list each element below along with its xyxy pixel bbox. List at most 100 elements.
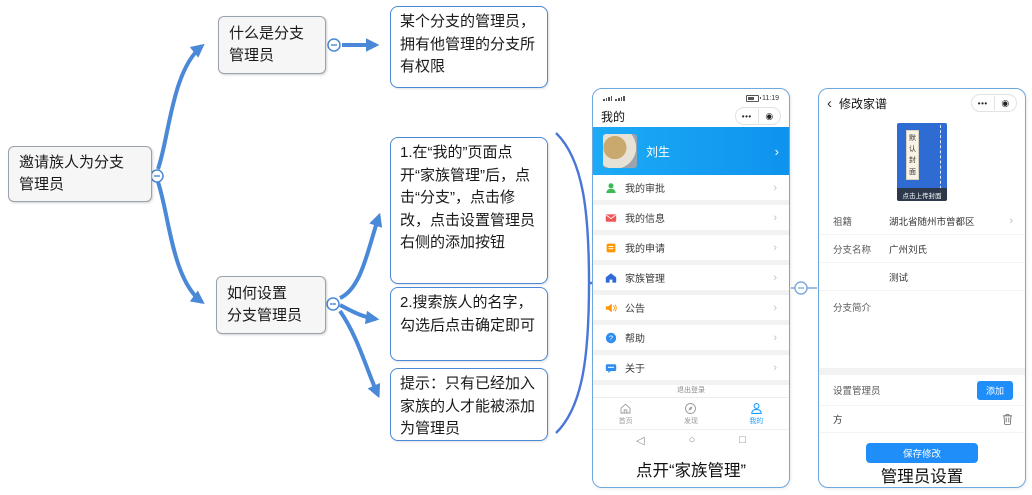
divider [593,320,789,325]
divider [593,350,789,355]
upload-cover-button[interactable]: 点击上传封面 [897,188,947,201]
collapse-button[interactable] [327,38,341,52]
menu-label: 帮助 [625,334,645,345]
nav-recent-icon[interactable]: □ [739,434,746,446]
book-stitch-decoration [940,125,941,199]
collapse-button[interactable] [326,297,340,311]
mail-icon [605,213,617,222]
chevron-right-icon: › [773,211,777,224]
phone2-caption: 管理员设置 [880,468,964,486]
menu-label: 家族管理 [625,274,665,285]
add-admin-button[interactable]: 添加 [976,380,1013,400]
step-3[interactable]: 提示：只有已经加入家族的人才能被添加为管理员 [390,368,548,441]
menu-item-my-approvals[interactable]: 我的审批 › [593,175,789,200]
set-admin-row: 设置管理员 添加 [819,375,1025,405]
page-title: 我的 [601,109,626,124]
root-topic[interactable]: 邀请族人为分支 管理员 [8,146,152,202]
admin-member-name: 方 [833,415,843,426]
menu-label: 关于 [625,364,645,375]
admin-member-row: 方 [819,405,1025,433]
detail-branch-admin-definition[interactable]: 某个分支的管理员，拥有他管理的分支所有权限 [390,6,548,88]
nav-home-icon[interactable]: ○ [688,434,696,446]
close-target-icon[interactable]: ◉ [757,109,781,123]
bracket-steps-phone [555,132,591,434]
field-ancestral-home[interactable]: 祖籍 湖北省随州市曾都区 › [819,207,1025,235]
chevron-right-icon: › [773,181,777,194]
tab-mine[interactable]: 我的 [724,398,789,429]
signal-icon [615,96,625,101]
person-icon [751,402,762,414]
field-label: 祖籍 [833,216,853,228]
nav-back-icon[interactable]: ◁ [636,434,645,447]
divider [593,230,789,235]
more-icon[interactable]: ••• [741,111,752,121]
set-admin-label: 设置管理员 [833,386,881,397]
field-branch-name[interactable]: 分支名称 广州刘氏 [819,235,1025,263]
megaphone-icon [605,303,617,312]
android-nav-bar: ◁ ○ □ [593,429,789,450]
home-icon [605,272,617,283]
step-2[interactable]: 2.搜索族人的名字，勾选后点击确定即可 [390,287,548,361]
more-icon[interactable]: ••• [977,98,988,108]
tab-label: 我的 [749,417,764,425]
tab-home[interactable]: 首页 [593,398,658,429]
tab-bar: 首页 发现 我的 [593,397,789,429]
field-value: 湖北省随州市曾都区 [889,216,975,228]
menu-item-announcements[interactable]: 公告 › [593,295,789,320]
divider [593,200,789,205]
home-outline-icon [620,403,631,413]
chevron-right-icon: › [773,301,777,314]
battery-icon [746,94,761,103]
connector-root-how [156,181,205,305]
svg-text:?: ? [609,333,613,342]
close-target-icon[interactable]: ◉ [993,96,1017,110]
miniprogram-capsule[interactable]: ••• ◉ [971,94,1017,112]
menu-label: 公告 [625,304,645,315]
chevron-right-icon: › [1009,214,1013,227]
avatar [603,134,637,168]
topic-what-is-branch-admin[interactable]: 什么是分支 管理员 [218,16,326,74]
chevron-right-icon: › [773,331,777,344]
divider [593,380,789,385]
topic-how-to-set-branch-admin[interactable]: 如何设置 分支管理员 [216,276,326,334]
compass-icon [685,402,697,414]
tab-discover[interactable]: 发现 [658,398,723,429]
menu-item-help[interactable]: ? 帮助 › [593,325,789,350]
connector-how-step2 [339,303,380,325]
collapse-button[interactable] [150,169,164,183]
tab-label: 发现 [683,417,698,425]
status-bar: 11:19 [593,89,789,105]
menu-item-family-management[interactable]: 家族管理 › [593,265,789,290]
field-value: 广州刘氏 [889,244,928,256]
signal-icon [603,96,613,101]
divider [819,368,1025,375]
menu-item-about[interactable]: 关于 › [593,355,789,380]
chevron-right-icon: › [774,143,779,159]
status-time: 11:19 [762,95,779,102]
help-icon: ? [605,332,617,343]
trash-icon[interactable] [1002,413,1013,425]
field-extra[interactable]: 测试 [819,263,1025,291]
chat-icon [605,363,617,373]
back-icon[interactable]: ‹ [827,94,832,112]
step-1[interactable]: 1.在“我的”页面点开“家族管理”后，点击“分支”，点击修改，点击设置管理员右侧… [390,137,548,284]
divider [593,290,789,295]
phone2-screenshot: ‹ 修改家谱 ••• ◉ 默认封面 点击上传封面 祖籍 湖北省随州市曾都区 › … [818,88,1026,488]
collapse-button[interactable] [794,281,808,295]
menu-label: 我的申请 [625,244,665,255]
page-title: 修改家谱 [839,96,888,111]
menu-label: 我的信息 [625,214,665,225]
field-branch-intro[interactable]: 分支简介 [819,291,1025,368]
menu-item-my-messages[interactable]: 我的信息 › [593,205,789,230]
chevron-right-icon: › [773,241,777,254]
cover-title-strip: 默认封面 [906,130,919,180]
save-changes-button[interactable]: 保存修改 [866,443,978,463]
menu-item-my-applications[interactable]: 我的申请 › [593,235,789,260]
miniprogram-capsule[interactable]: ••• ◉ [735,107,781,125]
cover-upload[interactable]: 默认封面 点击上传封面 [897,123,947,201]
user-name: 刘生 [646,144,671,159]
connector-how-step1 [338,212,383,300]
logout-link[interactable]: 退出登录 [677,387,705,394]
profile-banner[interactable]: 刘生 › [593,127,789,175]
